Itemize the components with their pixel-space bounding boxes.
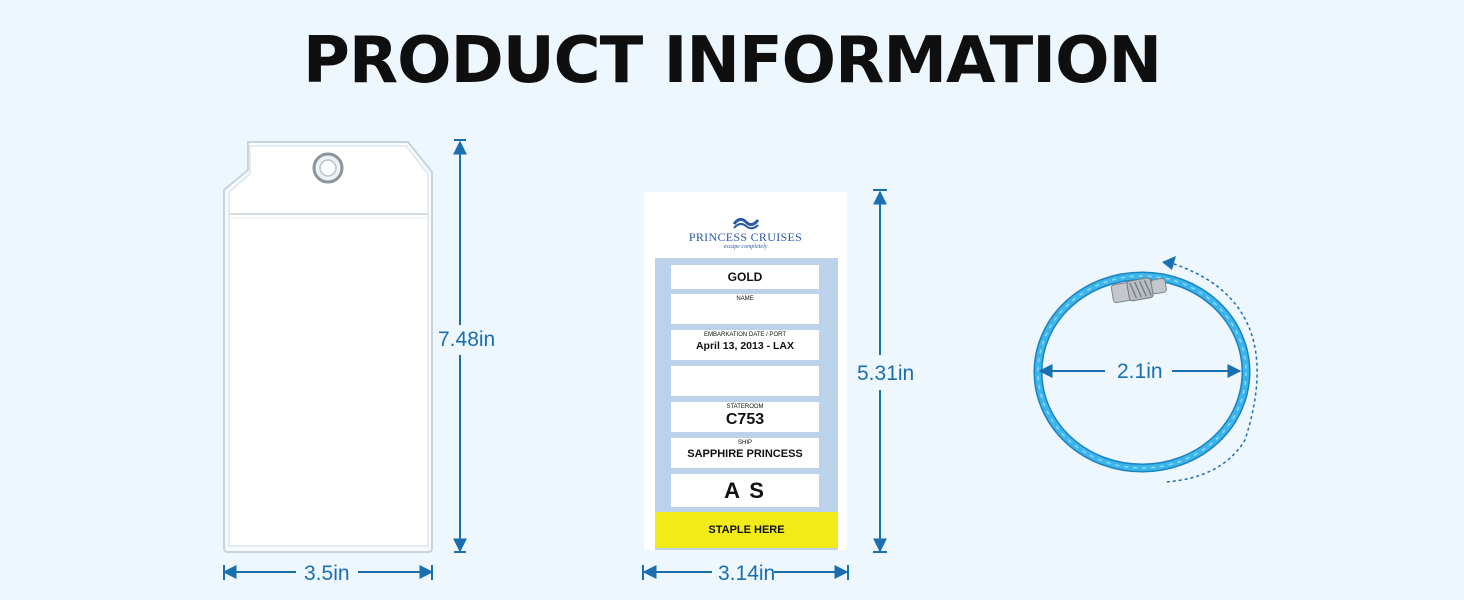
rotate-arrow-icon <box>1164 261 1258 483</box>
blank-field <box>671 366 819 396</box>
brand-tagline: escape completely <box>723 244 768 250</box>
brand-name: PRINCESS CRUISES <box>688 230 803 244</box>
ticket-width-label: 3.14in <box>718 562 776 585</box>
wave-logo-icon <box>732 217 760 230</box>
stateroom-field: STATEROOM C753 <box>671 402 819 432</box>
page-title: PRODUCT INFORMATION <box>302 24 1162 98</box>
ticket-height-label: 5.31in <box>857 362 915 385</box>
clear-sleeve-image <box>223 141 433 553</box>
screw-lock-icon <box>1110 277 1167 304</box>
initials-field: A S <box>671 474 819 507</box>
name-field: NAME <box>671 294 819 324</box>
wire-key-ring-image <box>1033 271 1251 473</box>
luggage-tag-card: PRINCESS CRUISES escape completely GOLD … <box>644 192 847 550</box>
ring-diameter-label: 2.1in <box>1117 360 1163 383</box>
sleeve-width-label: 3.5in <box>304 562 350 585</box>
ship-field: SHIP SAPPHIRE PRINCESS <box>671 438 819 468</box>
staple-here-strip: STAPLE HERE <box>655 512 838 548</box>
embarkation-field: EMBARKATION DATE / PORT April 13, 2013 -… <box>671 330 819 360</box>
sleeve-height-label: 7.48in <box>438 328 496 351</box>
tier-field: GOLD <box>671 265 819 289</box>
ticket-fields-panel: GOLD NAME EMBARKATION DATE / PORT April … <box>655 258 838 550</box>
